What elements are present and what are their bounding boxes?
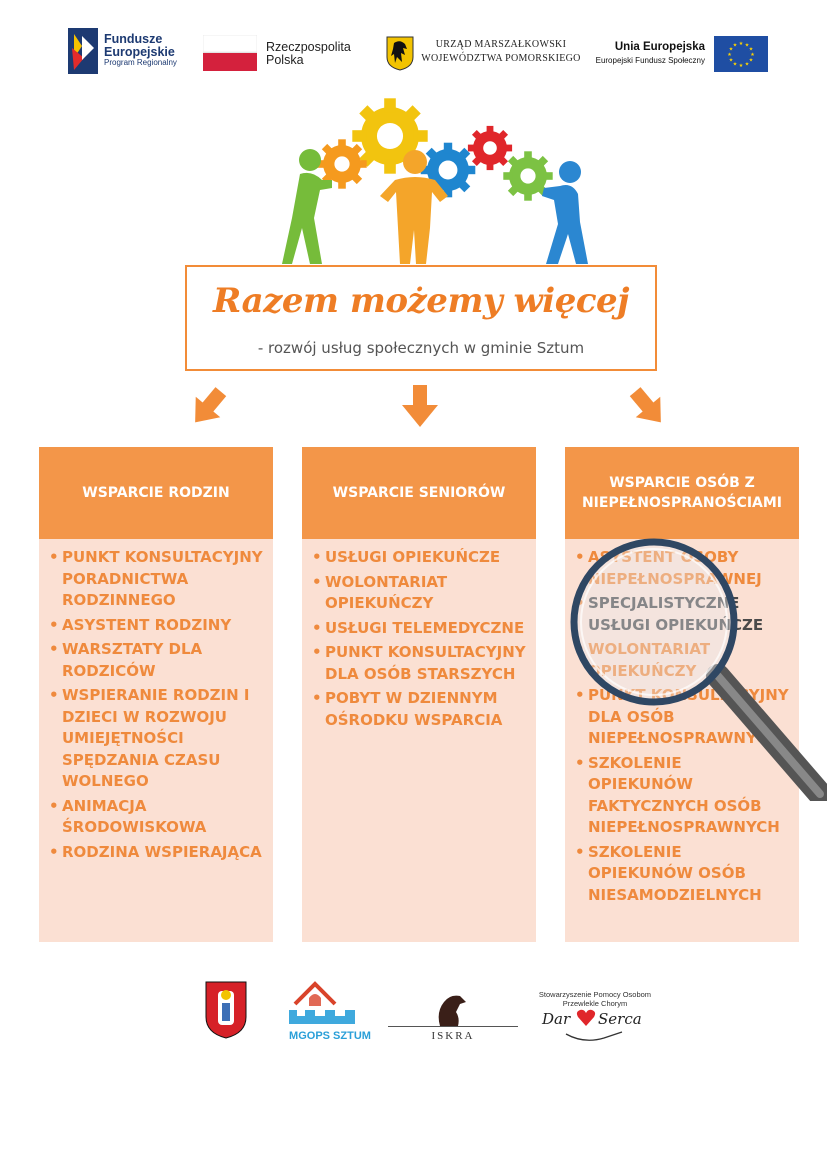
rzeczpospolita-line1: Rzeczpospolita (266, 40, 351, 54)
mgops-house-icon (289, 981, 355, 1024)
list-item: POBYT W DZIENNYM OŚRODKU WSPARCIA (312, 688, 528, 731)
mgops-logo: MGOPS SZTUM (280, 980, 380, 1046)
list-item-highlighted: SPECJALISTYCZNE USŁUGI OPIEKUŃCZE (575, 593, 791, 636)
list-item: SZKOLENIE OPIEKUNÓW FAKTYCZNYCH OSÓB NIE… (575, 753, 791, 839)
fundusze-line3: Program Regionalny (104, 58, 177, 68)
dar-serca-name-left: Dar (542, 1010, 571, 1028)
svg-text:★: ★ (739, 63, 744, 69)
iskra-logo: ISKRA (388, 992, 518, 1048)
svg-text:★: ★ (733, 43, 738, 49)
svg-text:★: ★ (745, 62, 750, 68)
unia-line1: Unia Europejska (614, 41, 705, 53)
mgops-name: MGOPS SZTUM (289, 1030, 371, 1042)
column-family-support: WSPARCIE RODZIN PUNKT KONSULTACYJNY PORA… (39, 447, 273, 942)
heart-icon (576, 1009, 596, 1026)
urzad-line2: WOJEWÓDZTWA POMORSKIEGO (421, 52, 581, 64)
list-item: WOLONTARIAT OPIEKUŃCZY (312, 572, 528, 615)
header-logo-bar: Fundusze Europejskie Program Regionalny … (0, 0, 827, 85)
svg-text:★: ★ (739, 41, 744, 47)
list-item: ANIMACJA ŚRODOWISKOWA (49, 796, 265, 839)
svg-text:★: ★ (729, 58, 734, 64)
svg-text:★: ★ (745, 43, 750, 49)
magnifying-glass-icon (570, 538, 827, 801)
list-item: SZKOLENIE OPIEKUNÓW OSÓB NIESAMODZIELNYC… (575, 842, 791, 907)
dar-serca-logo: Stowarzyszenie Pomocy Osobom Przewlekle … (536, 990, 654, 1046)
arrow-down-left-icon (195, 387, 227, 423)
unia-line2: Europejski Fundusz Społeczny (595, 56, 705, 66)
list-item: WARSZTATY DLA RODZICÓW (49, 639, 265, 682)
iskra-name: ISKRA (431, 1030, 475, 1042)
list-item: PUNKT KONSULTACYJNY PORADNICTWA RODZINNE… (49, 547, 265, 612)
fundusze-line1: Fundusze (104, 32, 163, 46)
fundusze-line2: Europejskie (104, 45, 175, 60)
svg-text:★: ★ (749, 47, 754, 53)
list-item: WSPIERANIE RODZIN I DZIECI W ROZWOJU UMI… (49, 685, 265, 793)
list-item: USŁUGI TELEMEDYCZNE (312, 618, 528, 640)
dar-serca-org-line2: Przewlekle Chorym (562, 999, 628, 1008)
title-box: Razem możemy więcej - rozwój usług społe… (185, 265, 657, 371)
rzeczpospolita-line2: Polska (266, 53, 304, 68)
horse-head-icon (438, 995, 466, 1026)
list-item: USŁUGI OPIEKUŃCZE (312, 547, 528, 569)
polish-flag-icon (203, 35, 257, 71)
list-item: ASYSTENT RODZINY (49, 615, 265, 637)
column-heading: WSPARCIE RODZIN (39, 447, 273, 539)
fundusze-europejskie-logo-icon (68, 28, 98, 74)
column-heading: WSPARCIE OSÓB Z NIEPEŁNOSPRANOŚCIAMI (565, 447, 799, 539)
pomorskie-griffin-crest-icon (386, 36, 414, 71)
sztum-coat-of-arms-icon (205, 981, 247, 1039)
dar-serca-org-line1: Stowarzyszenie Pomocy Osobom (538, 990, 652, 999)
page-subtitle: - rozwój usług społecznych w gminie Sztu… (257, 339, 585, 357)
teamwork-gears-illustration-icon (282, 98, 588, 264)
dar-serca-name-right: Serca (598, 1010, 642, 1028)
svg-text:★: ★ (729, 47, 734, 53)
service-list: PUNKT KONSULTACYJNY PORADNICTWA RODZINNE… (49, 547, 265, 866)
hand-icon (565, 1031, 623, 1041)
eu-flag-icon: ★★★ ★★★ ★★★ ★★★ (714, 36, 768, 72)
service-list: USŁUGI OPIEKUŃCZE WOLONTARIAT OPIEKUŃCZY… (312, 547, 528, 734)
svg-text:★: ★ (727, 52, 732, 58)
svg-text:★: ★ (749, 58, 754, 64)
column-heading: WSPARCIE SENIORÓW (302, 447, 536, 539)
list-item: RODZINA WSPIERAJĄCA (49, 842, 265, 864)
list-item: PUNKT KONSULTACYJNY DLA OSÓB STARSZYCH (312, 642, 528, 685)
page-title: Razem możemy więcej (213, 281, 629, 321)
svg-text:★: ★ (750, 52, 755, 58)
arrow-down-icon (402, 385, 438, 427)
urzad-line1: URZĄD MARSZAŁKOWSKI (435, 39, 567, 50)
column-senior-support: WSPARCIE SENIORÓW USŁUGI OPIEKUŃCZE WOLO… (302, 447, 536, 942)
list-item: ASYSTENT OSOBY NIEPEŁNOSPRAWNEJ (575, 547, 791, 590)
svg-text:★: ★ (733, 62, 738, 68)
arrow-down-right-icon (629, 387, 661, 423)
